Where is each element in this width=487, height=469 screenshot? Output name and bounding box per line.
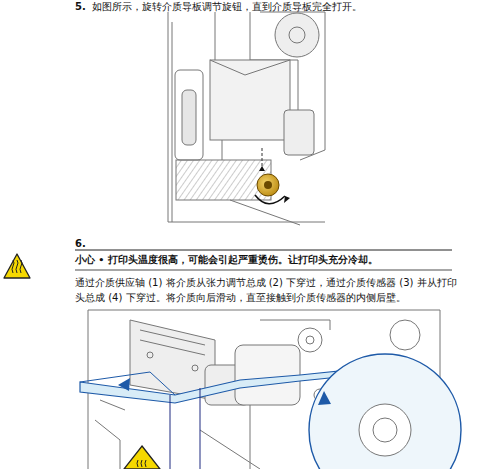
rule-line xyxy=(75,250,452,251)
step-text: 通过介质供应轴 (1) 将介质从张力调节总成 (2) 下穿过，通过介质传感器 (… xyxy=(75,276,457,305)
step-text: 如图所示，旋转介质导板调节旋钮，直到介质导板完全打开。 xyxy=(92,0,452,15)
adjustment-knob xyxy=(257,174,279,196)
step-number: 6. xyxy=(75,237,95,252)
caution-note: 小心 • 打印头温度很高，可能会引起严重烫伤。让打印头充分冷却。 xyxy=(75,253,455,267)
rule-line xyxy=(75,270,452,271)
rotate-arrow xyxy=(255,195,285,204)
hot-surface-icon xyxy=(124,446,160,469)
printer-mechanism-top xyxy=(168,12,325,225)
hot-surface-icon xyxy=(4,254,30,278)
down-arrowhead xyxy=(259,166,265,171)
knob-center xyxy=(264,181,272,189)
media-path xyxy=(80,354,461,469)
rotate-arrowhead xyxy=(284,196,290,203)
